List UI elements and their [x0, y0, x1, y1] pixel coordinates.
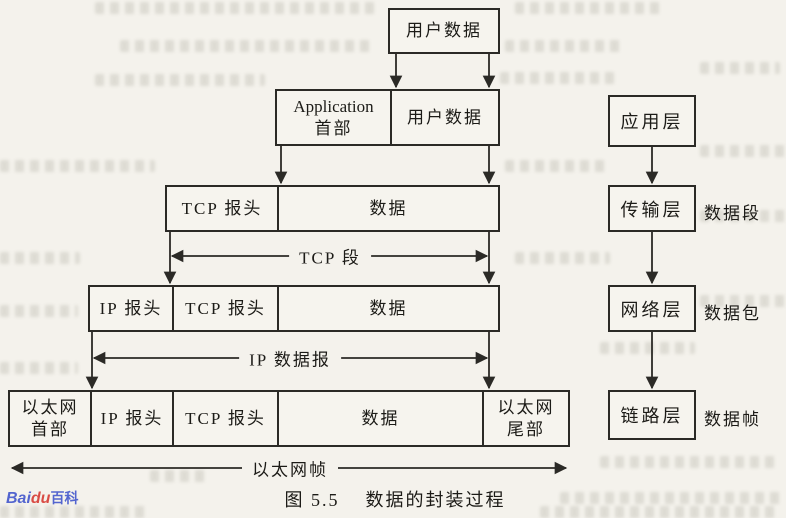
- tcp-header-label-5: TCP 报头: [185, 408, 266, 428]
- ip-header-box-5: IP 报头: [90, 392, 172, 445]
- tcp-header-label-4: TCP 报头: [185, 298, 266, 318]
- annotation-data-frame: 数据帧: [704, 410, 761, 429]
- tcp-segment-span-label: TCP 段: [289, 243, 371, 269]
- ethernet-trailer-box: 以太网 尾部: [482, 392, 568, 445]
- ethernet-frame-span-label: 以太网帧: [242, 455, 338, 481]
- application-header-box: Application 首部: [277, 91, 390, 144]
- ip-header-box: IP 报头: [90, 287, 172, 330]
- tcp-header-label: TCP 报头: [181, 198, 263, 218]
- ethernet-header-box: 以太网 首部: [10, 392, 90, 445]
- annotation-data-packet: 数据包: [704, 304, 761, 323]
- annotation-data-segment: 数据段: [704, 204, 761, 223]
- ip-datagram-span-label: IP 数据报: [239, 345, 341, 371]
- tcp-header-box-4: TCP 报头: [172, 287, 277, 330]
- row-user-data: 用户数据: [388, 8, 500, 54]
- layer-label-transport: 传输层: [620, 199, 684, 220]
- data-box-4: 数据: [277, 287, 498, 330]
- ethernet-trailer-line1: 以太网: [497, 398, 555, 418]
- row-tcp-segment: TCP 报头 数据: [165, 185, 500, 232]
- layer-label-link: 链路层: [620, 406, 684, 426]
- data-box-3: 数据: [277, 187, 498, 230]
- ethernet-trailer-line2: 尾部: [507, 419, 545, 439]
- data-label-5: 数据: [361, 408, 400, 428]
- ip-header-label: IP 报头: [99, 298, 163, 318]
- layer-box-network: 网络层: [608, 285, 696, 332]
- tcp-header-box-5: TCP 报头: [172, 392, 277, 445]
- watermark-baike: 百科: [50, 490, 79, 506]
- figure-caption: 图 5.5 数据的封装过程: [284, 490, 506, 510]
- watermark-du: du: [30, 490, 51, 507]
- data-label-4: 数据: [369, 298, 408, 318]
- user-data-label: 用户数据: [406, 21, 482, 41]
- row-ethernet-frame: 以太网 首部 IP 报头 TCP 报头 数据 以太网 尾部: [8, 390, 570, 447]
- row-ip-datagram: IP 报头 TCP 报头 数据: [88, 285, 500, 332]
- layer-label-application: 应用层: [620, 112, 684, 132]
- user-data-box-2: 用户数据: [390, 91, 498, 144]
- ethernet-header-line1: 以太网: [21, 398, 79, 418]
- layer-box-transport: 传输层: [608, 185, 696, 232]
- layer-box-application: 应用层: [608, 95, 696, 147]
- down-arrows: [85, 54, 659, 390]
- user-data-box: 用户数据: [390, 10, 498, 52]
- ethernet-header-line2: 首部: [31, 419, 69, 439]
- tcp-header-box: TCP 报头: [167, 187, 277, 230]
- baidu-baike-watermark: Baidu百科: [6, 488, 78, 508]
- row-application: Application 首部 用户数据: [275, 89, 500, 146]
- application-header-line2: 首部: [314, 118, 353, 138]
- application-header-line1: Application: [293, 97, 374, 117]
- data-box-5: 数据: [277, 392, 482, 445]
- ip-header-label-5: IP 报头: [100, 408, 164, 428]
- user-data-label-2: 用户数据: [407, 107, 483, 127]
- layer-label-network: 网络层: [620, 299, 684, 320]
- data-label-3: 数据: [369, 198, 408, 218]
- watermark-bai: Bai: [6, 490, 31, 507]
- layer-box-link: 链路层: [608, 390, 696, 440]
